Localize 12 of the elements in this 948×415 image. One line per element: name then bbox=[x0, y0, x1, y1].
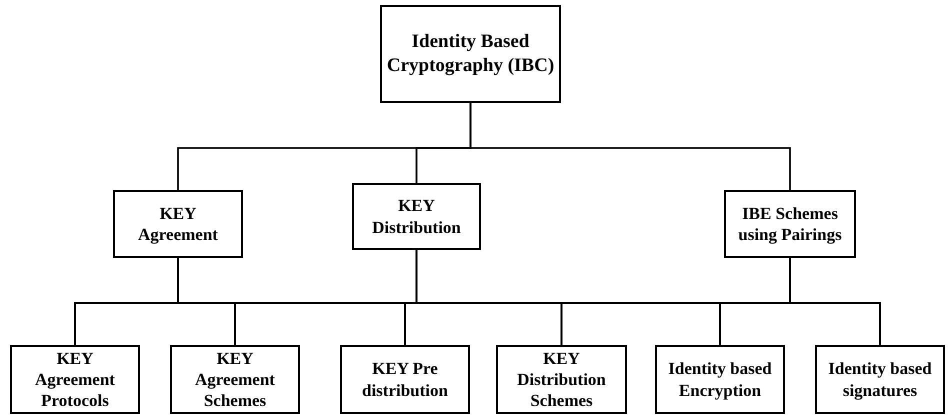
category-box: KEY Agreement bbox=[113, 190, 243, 258]
category-box: Identity based Encryption bbox=[655, 345, 785, 414]
category-box: KEY Distribution bbox=[352, 183, 481, 250]
category-box: IBE Schemes using Pairings bbox=[724, 190, 856, 258]
category-box: KEY Agreement Schemes bbox=[170, 345, 300, 414]
connector-line bbox=[789, 258, 881, 345]
category-box: Identity Based Cryptography (IBC) bbox=[380, 5, 561, 103]
connector-line bbox=[470, 103, 791, 190]
category-box: KEY Distribution Schemes bbox=[496, 345, 627, 414]
category-box: KEY Pre distribution bbox=[340, 345, 470, 414]
category-box: KEY Agreement Protocols bbox=[10, 345, 140, 414]
category-box: Identity based signatures bbox=[815, 345, 945, 414]
